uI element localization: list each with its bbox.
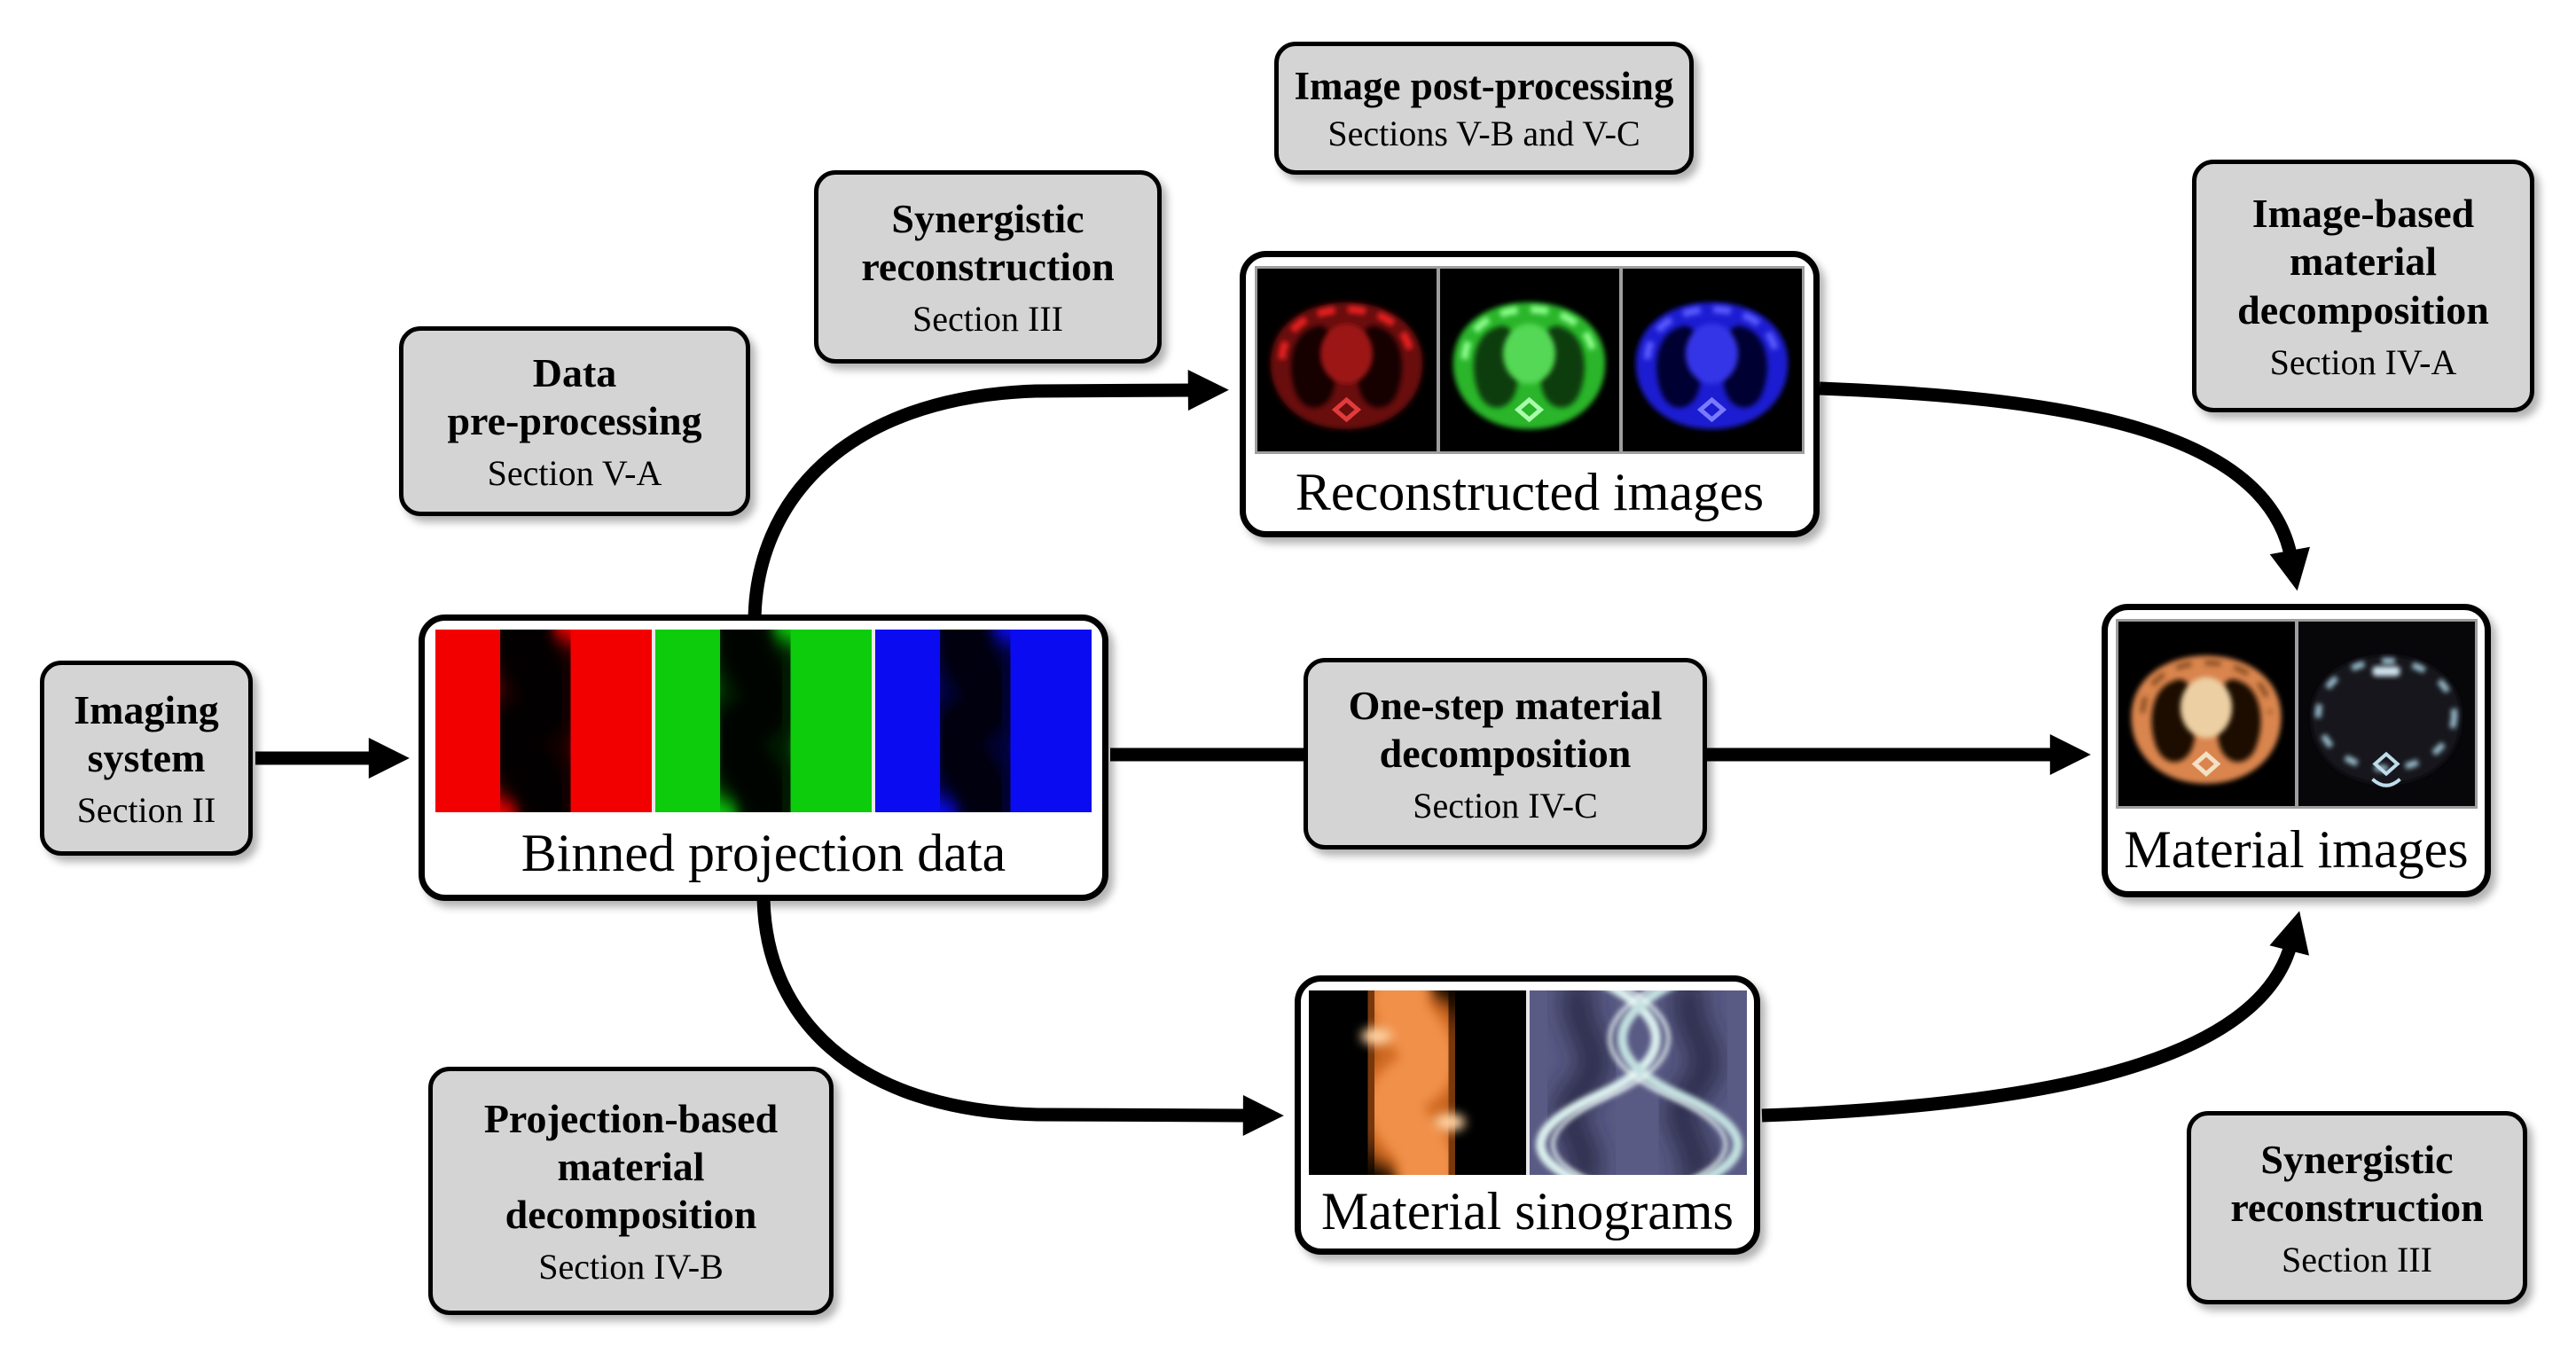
ct-panel-green xyxy=(1440,269,1619,451)
sinogram-panel-orange xyxy=(1308,990,1526,1175)
label-projection-based-decomposition: Projection-based material decomposition … xyxy=(428,1067,834,1315)
reconstructed-panels xyxy=(1255,266,1805,454)
node-material-images: Material images xyxy=(2102,604,2491,897)
node-material-sinograms: Material sinograms xyxy=(1295,975,1760,1255)
node-caption: Material images xyxy=(2124,820,2469,879)
title-line: decomposition xyxy=(2237,286,2489,333)
title-line: Image-based xyxy=(2251,191,2475,237)
label-section: Section IV-C xyxy=(1413,786,1598,826)
label-title: Data pre-processing xyxy=(447,349,701,446)
title-line: pre-processing xyxy=(447,398,702,443)
sinogram-panel-slate xyxy=(1529,990,1747,1175)
material-image-panels xyxy=(2115,619,2478,809)
label-title: Image-based material decomposition xyxy=(2237,190,2489,334)
label-data-preprocessing: Data pre-processing Section V-A xyxy=(399,326,750,516)
title-line: Imaging xyxy=(74,686,219,732)
title-line: Image post-processing xyxy=(1294,64,1674,109)
title-line: Projection-based xyxy=(483,1095,779,1141)
sinogram-panel-blue xyxy=(875,630,1092,812)
ct-panel-red xyxy=(1257,269,1437,451)
title-line: material xyxy=(557,1143,705,1189)
label-title: Synergistic reconstruction xyxy=(2230,1136,2483,1233)
title-line: decomposition xyxy=(505,1192,757,1238)
arrow-sinograms-to-material xyxy=(1761,911,2309,1123)
arrow-binned-to-sinograms xyxy=(756,893,1284,1136)
title-line: Synergistic xyxy=(2260,1136,2454,1182)
label-synergistic-reconstruction-top: Synergistic reconstruction Section III xyxy=(814,170,1162,364)
label-title: Synergistic reconstruction xyxy=(861,195,1114,292)
material-panel-soft-tissue xyxy=(2118,622,2295,806)
label-section: Section III xyxy=(912,299,1063,340)
label-section: Section V-A xyxy=(487,453,662,494)
label-synergistic-reconstruction-bottom: Synergistic reconstruction Section III xyxy=(2187,1111,2527,1304)
binned-panels xyxy=(435,630,1092,812)
title-line: material xyxy=(2289,239,2438,285)
title-line: reconstruction xyxy=(2230,1185,2484,1230)
arrow-reconstructed-to-material xyxy=(1819,381,2310,591)
sinogram-panel-red xyxy=(435,630,652,812)
label-section: Section IV-A xyxy=(2269,341,2457,382)
node-reconstructed-images: Reconstructed images xyxy=(1240,251,1820,537)
material-sinogram-panels xyxy=(1308,990,1747,1175)
title-line: reconstruction xyxy=(861,244,1115,289)
label-title: One-step material decomposition xyxy=(1349,682,1663,779)
label-image-based-decomposition: Image-based material decomposition Secti… xyxy=(2192,160,2534,412)
label-section: Section III xyxy=(2282,1240,2432,1280)
title-line: One-step material xyxy=(1348,682,1663,728)
label-one-step-decomposition: One-step material decomposition Section … xyxy=(1304,658,1707,849)
material-panel-bone xyxy=(2298,622,2475,806)
node-binned-projection-data: Binned projection data xyxy=(419,614,1108,901)
label-title: Imaging system xyxy=(74,686,219,783)
node-caption: Reconstructed images xyxy=(1295,463,1765,521)
title-line: decomposition xyxy=(1379,731,1632,776)
label-imaging-system: Imaging system Section II xyxy=(40,661,253,856)
label-section: Section IV-B xyxy=(538,1247,724,1288)
title-line: Synergistic xyxy=(891,195,1084,241)
ct-panel-blue xyxy=(1623,269,1802,451)
sinogram-panel-green xyxy=(655,630,872,812)
arrow-binned-to-reconstructed xyxy=(748,370,1229,623)
label-section: Sections V-B and V-C xyxy=(1327,113,1640,153)
label-title: Image post-processing xyxy=(1295,63,1674,110)
label-section: Section II xyxy=(76,790,216,831)
label-title: Projection-based material decomposition xyxy=(484,1095,778,1240)
node-caption: Binned projection data xyxy=(521,824,1006,882)
node-caption: Material sinograms xyxy=(1321,1182,1734,1241)
title-line: Data xyxy=(532,349,617,395)
title-line: system xyxy=(87,735,206,780)
label-image-postprocessing: Image post-processing Sections V-B and V… xyxy=(1274,42,1694,175)
